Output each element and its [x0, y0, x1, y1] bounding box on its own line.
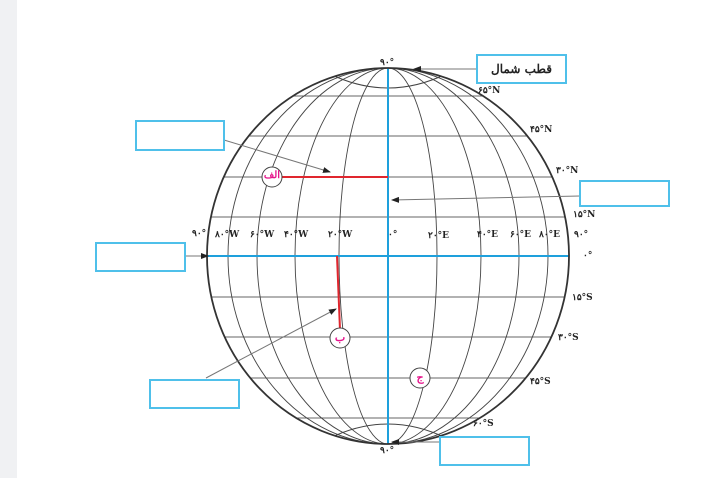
lon-80e: ۸۰°E	[539, 230, 561, 240]
lon-40e: ۴۰°E	[477, 230, 499, 240]
marker-jim-label: ج	[416, 371, 424, 384]
answer-box-equator[interactable]	[95, 242, 186, 272]
north-pole-degree: ۹۰°	[380, 58, 395, 68]
arrow-right	[391, 195, 581, 203]
lat-45n: ۴۵°N	[530, 125, 553, 135]
lon-40w: ۴۰°W	[284, 230, 309, 240]
arrow-bottom-left	[205, 308, 337, 379]
red-path-be	[336, 255, 341, 331]
lat-0: ۰°	[583, 251, 593, 261]
lon-60e: ۶۰°E	[510, 230, 532, 240]
answer-box-south-pole[interactable]	[439, 436, 530, 466]
lat-60s: ۶۰°S	[473, 419, 494, 429]
south-pole-degree: ۹۰°	[380, 446, 395, 456]
marker-alef	[261, 166, 283, 188]
lon-20e: ۲۰°E	[428, 231, 450, 241]
north-pole-box: قطب شمال	[476, 54, 567, 84]
marker-be	[329, 327, 351, 349]
lon-0: ۰°	[388, 230, 398, 240]
lat-15s: ۱۵°S	[572, 293, 593, 303]
lat-15n: ۱۵°N	[573, 210, 596, 220]
marker-alef-label: الف	[263, 170, 281, 181]
left-margin-strip	[0, 0, 17, 478]
lon-20w: ۲۰°W	[328, 230, 353, 240]
lat-30n: ۳۰°N	[556, 166, 579, 176]
answer-box-right[interactable]	[579, 180, 670, 207]
lon-90e: ۹۰°	[574, 230, 589, 240]
lon-60w: ۶۰°W	[250, 230, 275, 240]
graticule	[207, 68, 569, 444]
lat-45s: ۴۵°S	[530, 377, 551, 387]
lon-90w: ۹۰°	[192, 229, 207, 239]
arrow-top-left	[223, 139, 331, 173]
answer-box-bottom-left[interactable]	[149, 379, 240, 409]
lon-80w: ۸۰°W	[215, 230, 240, 240]
lat-65n: ۶۵°N	[478, 86, 501, 96]
answer-box-top-left[interactable]	[135, 120, 225, 151]
marker-jim	[409, 367, 431, 389]
lat-30s: ۳۰°S	[558, 333, 579, 343]
marker-be-label: ب	[334, 331, 346, 344]
north-pole-box-label: قطب شمال	[491, 62, 552, 76]
